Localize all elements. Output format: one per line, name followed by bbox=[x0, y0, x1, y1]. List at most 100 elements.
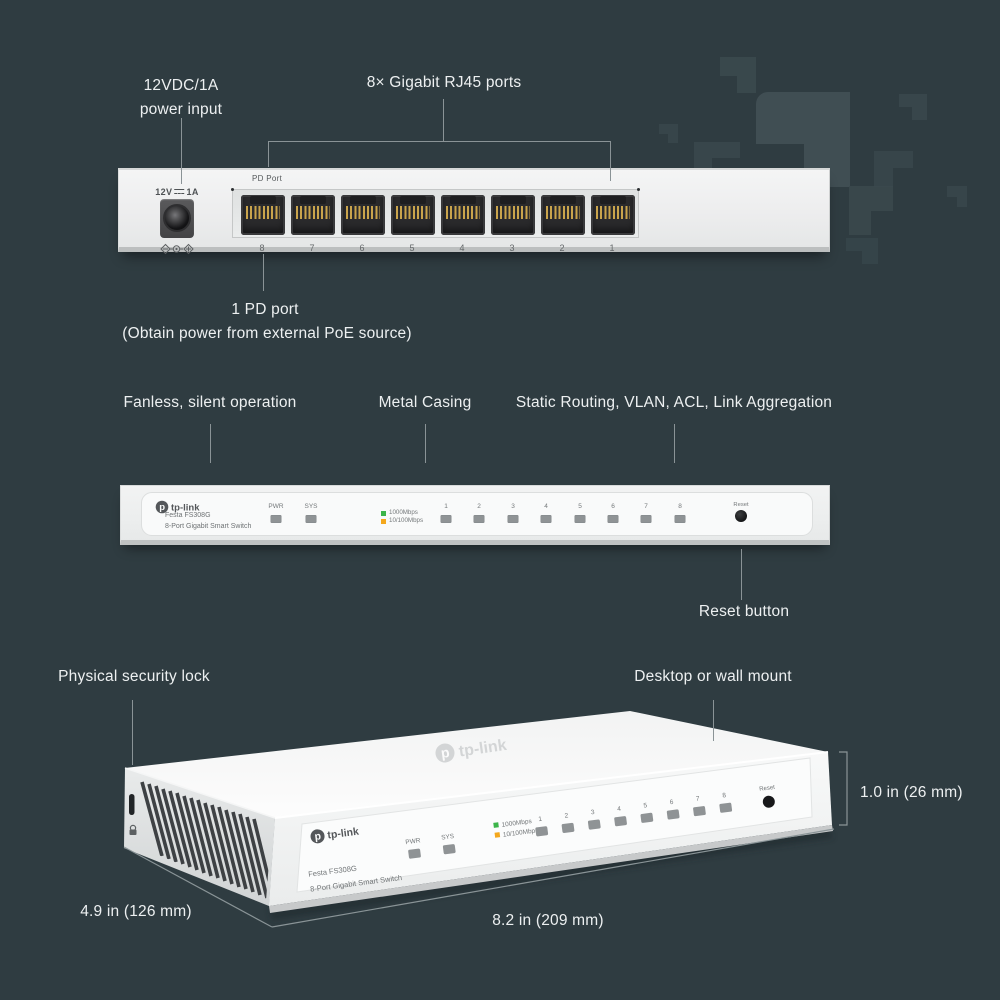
features-label: Static Routing, VLAN, ACL, Link Aggregat… bbox=[515, 394, 833, 411]
svg-text:p: p bbox=[440, 744, 451, 761]
pd-port-label: PD Port bbox=[252, 174, 283, 183]
legend-green-label: 1000Mbps bbox=[389, 509, 418, 516]
back-port-number: 4 bbox=[459, 243, 465, 253]
back-port-number: 6 bbox=[359, 243, 365, 253]
top-left-edge-highlight bbox=[124, 767, 276, 819]
port-led bbox=[640, 515, 652, 523]
front-face-plate: p tp-link Festa FS308G 8-Port Gigabit Sm… bbox=[141, 492, 813, 536]
dc-jack-label-suffix: 1A bbox=[186, 187, 199, 197]
security-lock-label: Physical security lock bbox=[58, 668, 210, 685]
legend-green-swatch bbox=[493, 822, 499, 828]
model-text: Festa FS308G bbox=[165, 512, 211, 519]
rj45-port-7 bbox=[291, 195, 335, 235]
rj45-port-group bbox=[231, 188, 640, 238]
mount-label: Desktop or wall mount bbox=[634, 668, 792, 685]
switch-back-panel: 12V 1A PD Port bbox=[118, 168, 830, 255]
tp-link-logo: p tp-link bbox=[155, 500, 200, 514]
rj45-port-6 bbox=[341, 195, 385, 235]
port-led-label: 2 bbox=[477, 503, 481, 510]
reset-label: Reset bbox=[733, 502, 749, 508]
reset-button bbox=[762, 795, 775, 808]
rj45-bracket-left-drop bbox=[268, 141, 269, 167]
legend-amber-swatch bbox=[494, 832, 501, 838]
power-input-label: 12VDC/1A power input bbox=[140, 74, 222, 122]
dc-symbol-icon bbox=[174, 187, 185, 195]
port-led-label: 3 bbox=[591, 809, 596, 816]
depth-dimension-label: 4.9 in (126 mm) bbox=[80, 903, 192, 920]
switch-front-panel: p tp-link Festa FS308G 8-Port Gigabit Sm… bbox=[120, 485, 830, 545]
back-port-number: 8 bbox=[259, 243, 265, 253]
decorative-pixel-squares bbox=[659, 57, 967, 264]
sys-led bbox=[305, 515, 317, 523]
power-input-label-line1: 12VDC/1A bbox=[143, 77, 219, 94]
port-led-label: 1 bbox=[538, 816, 543, 823]
kensington-lock-icon bbox=[129, 824, 137, 835]
sys-led-label: SYS bbox=[441, 833, 455, 842]
pwr-led-label: PWR bbox=[268, 503, 284, 510]
dc-power-jack bbox=[160, 199, 194, 238]
port-led bbox=[674, 515, 686, 523]
dc-jack-label-prefix: 12V bbox=[155, 187, 173, 197]
back-port-number: 3 bbox=[509, 243, 515, 253]
port-led bbox=[693, 806, 706, 817]
pd-port-title: 1 PD port bbox=[231, 301, 299, 318]
sys-led-label: SYS bbox=[304, 503, 318, 510]
port-led bbox=[440, 515, 452, 523]
device-top-face bbox=[125, 711, 828, 818]
front-face-plate-3d bbox=[296, 757, 813, 893]
mount-callout-line bbox=[713, 700, 714, 741]
pd-port-subtitle: (Obtain power from external PoE source) bbox=[122, 325, 412, 342]
reset-button bbox=[735, 510, 747, 522]
pd-callout-line bbox=[263, 254, 264, 291]
dc-jack-label: 12V 1A bbox=[155, 187, 199, 197]
power-polarity-icon bbox=[160, 243, 194, 255]
rj45-port-2 bbox=[541, 195, 585, 235]
power-callout-line bbox=[181, 118, 182, 184]
legend-green-swatch bbox=[381, 511, 386, 516]
port-led bbox=[507, 515, 519, 523]
top-face-logo: p tp-link bbox=[435, 737, 508, 763]
tp-link-logo: p tp-link bbox=[310, 826, 360, 844]
brand-text: tp-link bbox=[327, 826, 360, 842]
height-dimension-label: 1.0 in (26 mm) bbox=[860, 784, 963, 801]
port-led bbox=[719, 802, 733, 813]
metal-casing-label: Metal Casing bbox=[378, 394, 472, 411]
port-led bbox=[574, 515, 586, 523]
features-callout-line bbox=[674, 424, 675, 463]
port-led-label: 7 bbox=[696, 795, 701, 802]
rj45-port-1 bbox=[591, 195, 635, 235]
port-led bbox=[540, 515, 552, 523]
reset-button-label: Reset button bbox=[698, 603, 790, 620]
port-led-label: 5 bbox=[578, 503, 582, 510]
port-led bbox=[587, 819, 601, 830]
product-text: 8-Port Gigabit Smart Switch bbox=[165, 523, 252, 530]
port-led bbox=[614, 816, 627, 827]
pwr-led bbox=[270, 515, 282, 523]
rj45-port-4 bbox=[441, 195, 485, 235]
back-port-number: 7 bbox=[309, 243, 315, 253]
height-dimension-bracket bbox=[839, 751, 848, 826]
port-led-label: 4 bbox=[617, 806, 622, 813]
port-led-label: 4 bbox=[544, 503, 548, 510]
port-led bbox=[640, 812, 654, 823]
port-led bbox=[561, 822, 575, 833]
port-led-label: 6 bbox=[669, 799, 674, 806]
port-led bbox=[607, 515, 619, 523]
pwr-led bbox=[408, 848, 421, 859]
rj45-callout-bracket bbox=[268, 141, 611, 142]
security-lock-callout-line bbox=[132, 700, 133, 765]
rj45-port-8 bbox=[241, 195, 285, 235]
switch-3d-view: p tp-link p tp-link Festa FS308G 8-Port … bbox=[123, 711, 848, 928]
kensington-lock-slot bbox=[129, 794, 135, 815]
sys-led bbox=[442, 844, 456, 855]
back-port-number: 2 bbox=[559, 243, 565, 253]
svg-text:p: p bbox=[314, 830, 322, 843]
brand-text: tp-link bbox=[171, 503, 200, 514]
rj45-callout-stem bbox=[443, 99, 444, 141]
port-led-label: 8 bbox=[678, 503, 682, 510]
legend-amber-label: 10/100Mbps bbox=[389, 517, 424, 524]
port-led bbox=[535, 826, 549, 837]
port-led-label: 5 bbox=[643, 802, 648, 809]
rj45-port-3 bbox=[491, 195, 535, 235]
port-led-label: 1 bbox=[444, 503, 448, 510]
